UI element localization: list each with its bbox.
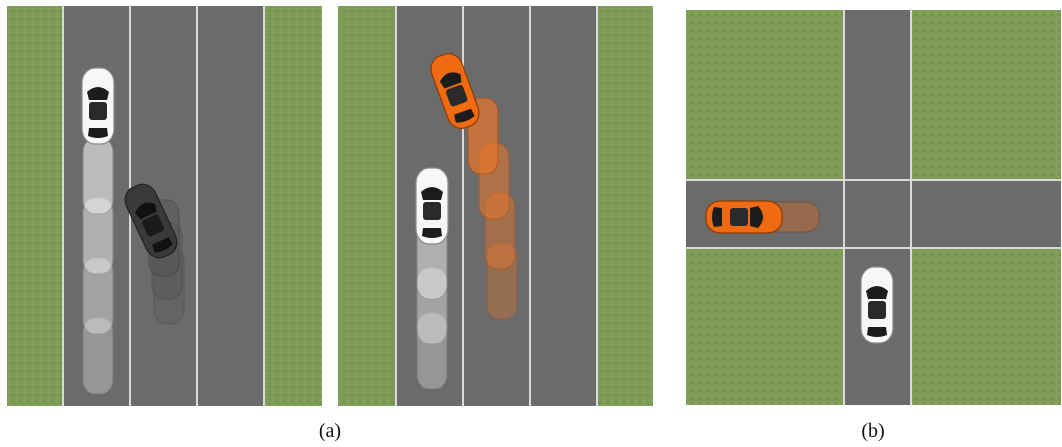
highway-scene-1	[7, 6, 322, 406]
highway-scene-2	[338, 6, 653, 406]
scene-panel-3	[686, 10, 1061, 405]
caption-a: (a)	[300, 420, 360, 443]
white-car-icon	[861, 267, 893, 343]
caption-b: (b)	[843, 420, 903, 443]
intersection-scene	[686, 10, 1061, 405]
orange-car-icon	[706, 201, 782, 233]
scene-panel-1	[7, 6, 322, 406]
white-car-trail	[83, 138, 113, 394]
white-car-trail	[417, 223, 447, 389]
white-car-icon	[416, 168, 448, 244]
scene-panel-2	[338, 6, 653, 406]
white-car-icon	[82, 68, 114, 144]
